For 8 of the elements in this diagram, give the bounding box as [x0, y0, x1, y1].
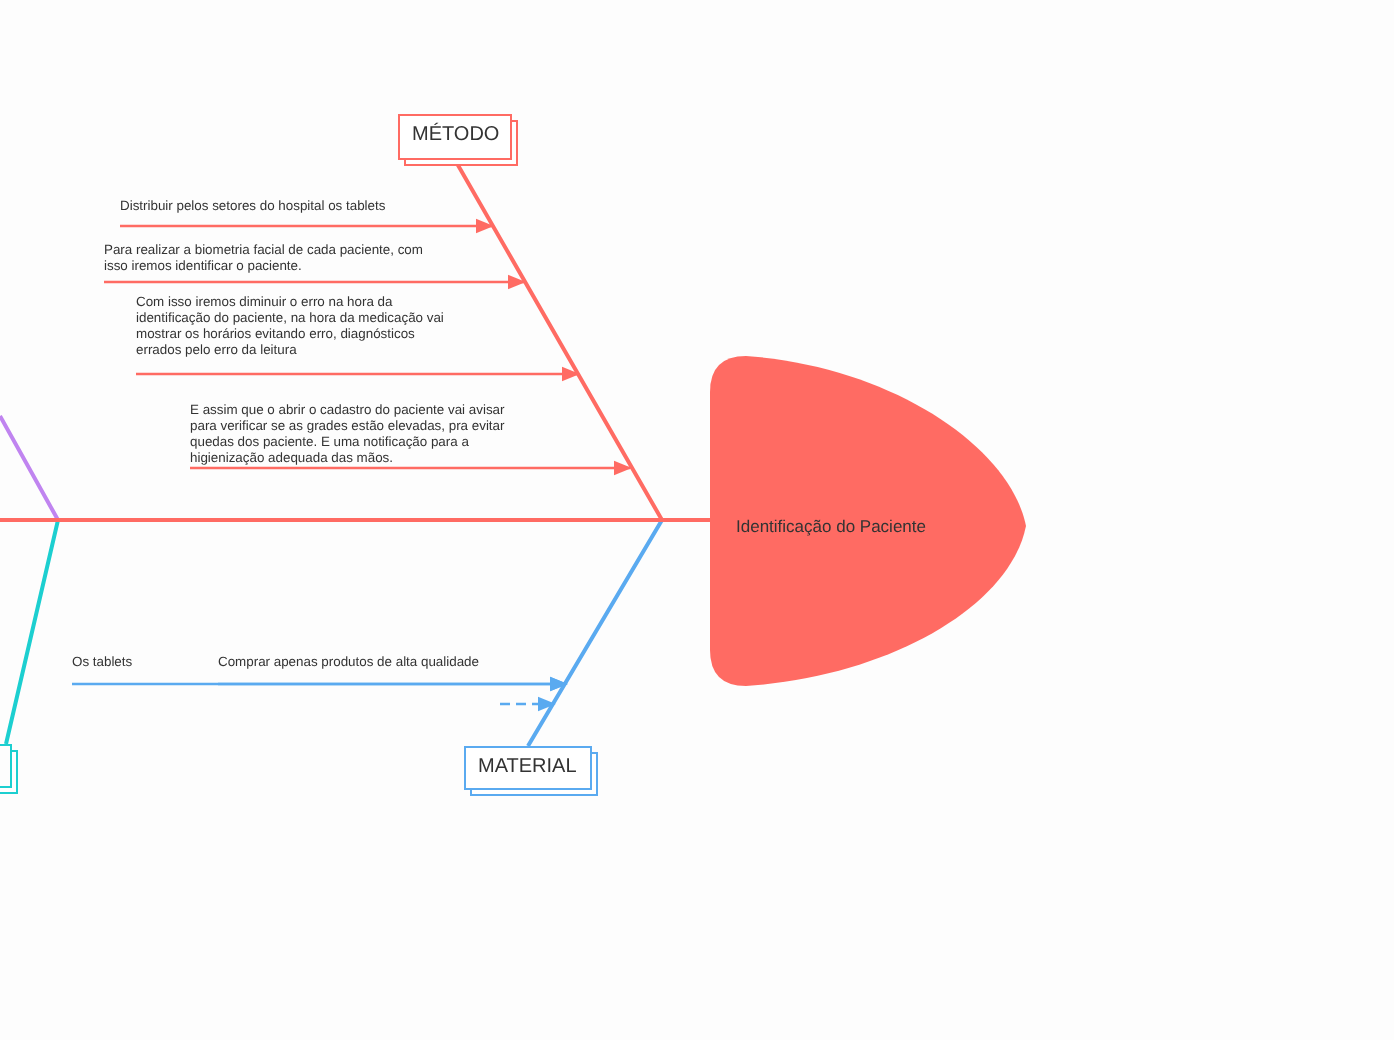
effect-head: Identificação do Paciente [710, 356, 1026, 686]
arrow [218, 676, 568, 692]
category-box: MATERIAL [464, 746, 592, 790]
arrow [120, 218, 494, 234]
arrow [136, 366, 580, 382]
arrow [190, 460, 632, 476]
category-box: MÉTODO [398, 114, 512, 160]
arrow [104, 274, 526, 290]
